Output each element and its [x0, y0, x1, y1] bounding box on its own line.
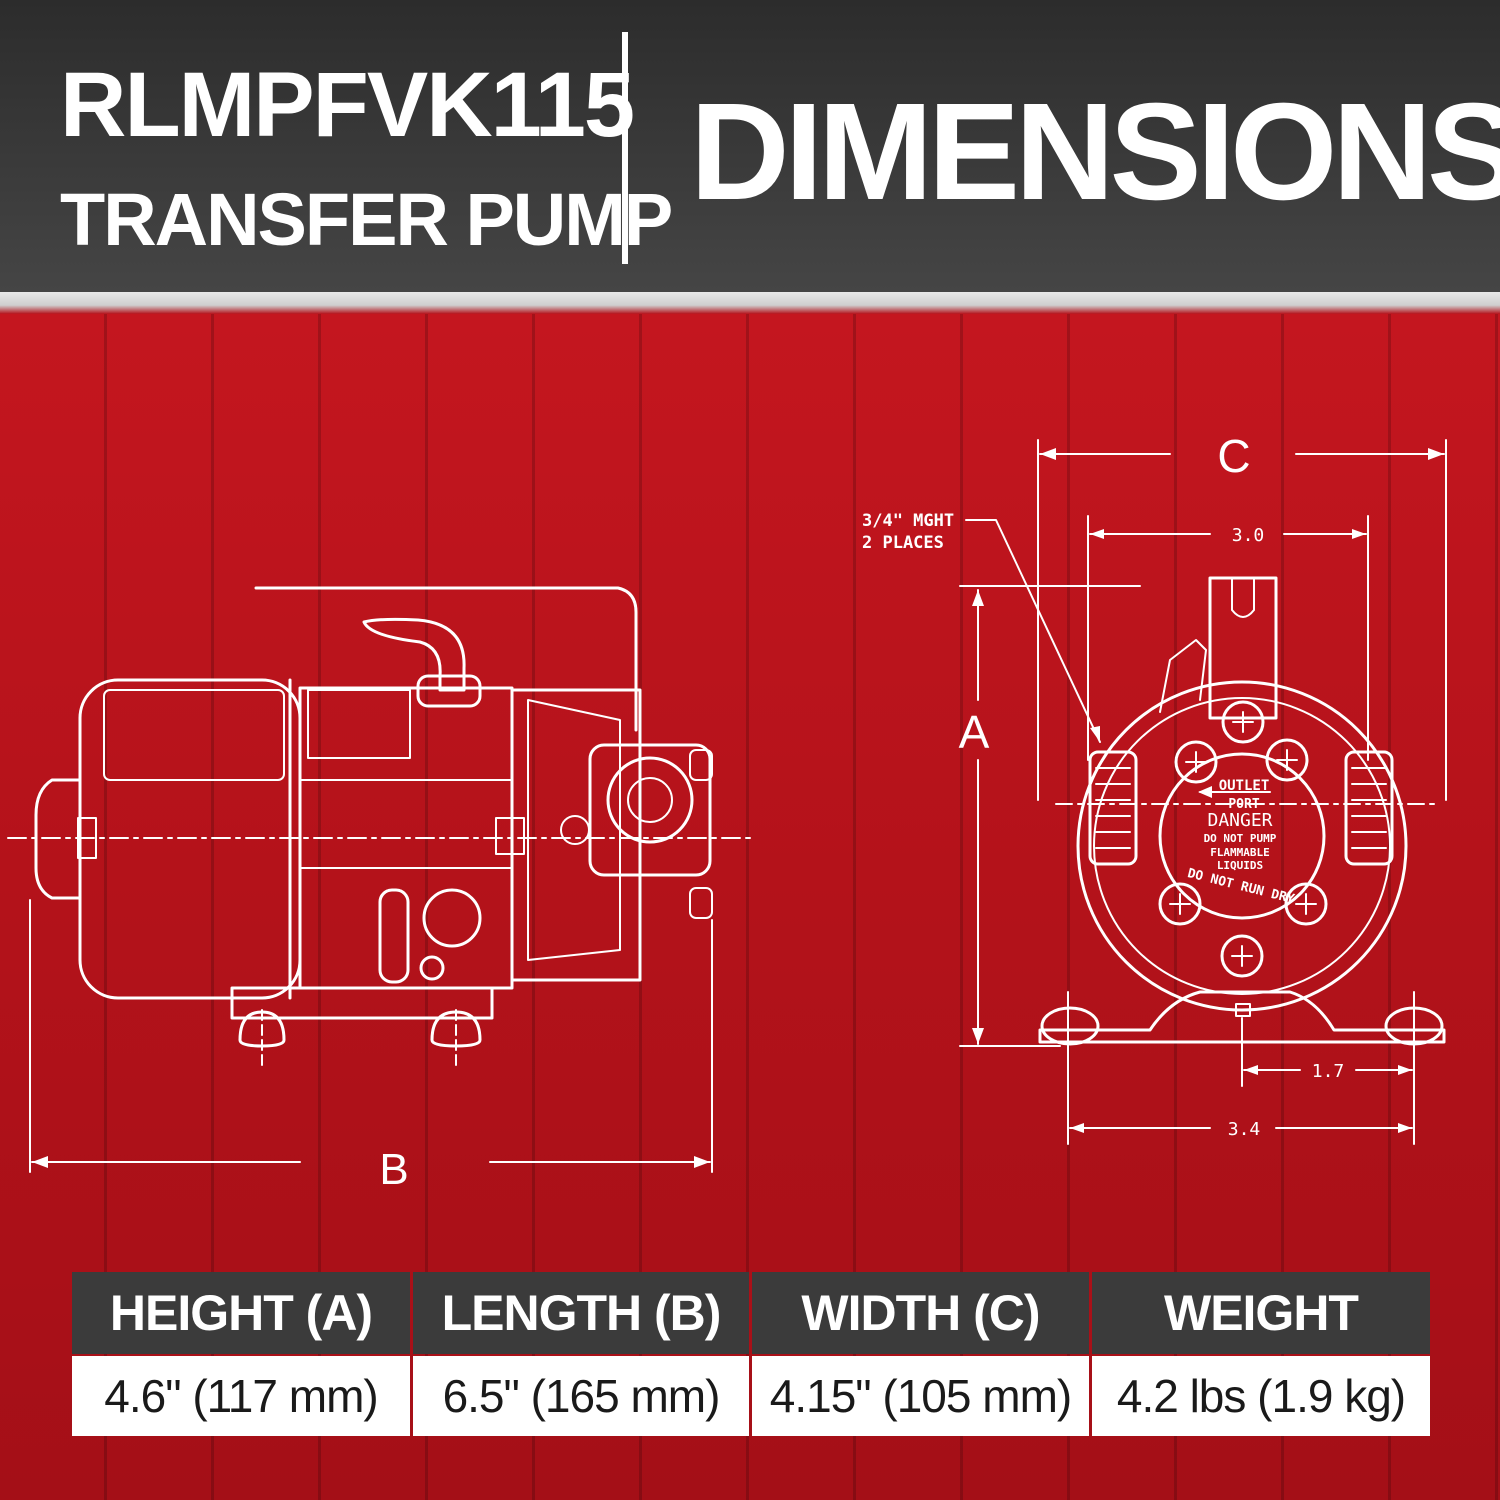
- dim-label-a: A: [959, 706, 990, 758]
- side-foot-left: [238, 1010, 286, 1048]
- side-foot-right: [430, 1010, 482, 1048]
- dim-label-b: B: [379, 1145, 408, 1194]
- port-right: [1344, 750, 1394, 866]
- side-view: [7, 586, 753, 1173]
- end-view: [959, 439, 1447, 1145]
- value-height: 4.6" (117 mm): [72, 1356, 410, 1436]
- callout-line-1: 3/4" MGHT: [862, 511, 954, 531]
- side-base-plate: [230, 986, 494, 1020]
- header-divider: [622, 32, 628, 264]
- end-mount-bracket: [1208, 576, 1278, 720]
- warn-line-3: LIQUIDS: [1217, 859, 1263, 872]
- page-title: DIMENSIONS: [690, 75, 1500, 229]
- outlet-label-2: PORT: [1228, 797, 1259, 812]
- value-width: 4.15" (105 mm): [752, 1356, 1089, 1436]
- end-base: [1038, 990, 1446, 1044]
- side-switch: [378, 888, 410, 984]
- warn-line-1: DO NOT PUMP: [1204, 832, 1277, 845]
- header-weight: WEIGHT: [1092, 1272, 1430, 1354]
- header-strip: [0, 292, 1500, 314]
- dim-label-c: C: [1217, 430, 1250, 482]
- warn-line-2: FLAMMABLE: [1210, 846, 1270, 859]
- port-left: [1088, 750, 1138, 866]
- screw-upper-left: [1174, 740, 1218, 784]
- side-inlet-pipe: [362, 617, 466, 692]
- outlet-label-1: OUTLET: [1219, 778, 1270, 794]
- screw-bottom: [1220, 934, 1264, 978]
- header-width: WIDTH (C): [752, 1272, 1089, 1354]
- header-bar: [0, 0, 1500, 292]
- screw-lower-left: [1158, 882, 1202, 926]
- header-height: HEIGHT (A): [72, 1272, 410, 1354]
- value-length: 6.5" (165 mm): [413, 1356, 749, 1436]
- callout-leader: [965, 519, 1101, 743]
- side-end-cap: [34, 778, 82, 900]
- product-subtitle: TRANSFER PUMP: [60, 178, 673, 261]
- callout-line-2: 2 PLACES: [862, 533, 944, 553]
- screw-lower-right: [1284, 882, 1328, 926]
- end-face-plate: [1158, 752, 1326, 920]
- side-front-flange: [510, 688, 642, 982]
- dim-label-1-7: 1.7: [1312, 1061, 1345, 1082]
- dim-label-3-0: 3.0: [1232, 525, 1265, 546]
- side-outlet-port: [588, 743, 712, 877]
- run-dry-label: DO NOT RUN DRY: [1186, 866, 1296, 907]
- dim-label-3-4: 3.4: [1228, 1119, 1261, 1140]
- header-length: LENGTH (B): [413, 1272, 749, 1354]
- screw-upper-right: [1265, 738, 1309, 782]
- side-handle: [254, 586, 638, 732]
- end-body-outer: [1076, 680, 1408, 1012]
- value-weight: 4.2 lbs (1.9 kg): [1092, 1356, 1430, 1436]
- model-number: RLMPFVK115: [60, 54, 635, 156]
- screw-top: [1221, 700, 1265, 744]
- danger-label: DANGER: [1207, 810, 1272, 831]
- dimensions-table: HEIGHT (A) LENGTH (B) WIDTH (C) WEIGHT 4…: [72, 1272, 1430, 1436]
